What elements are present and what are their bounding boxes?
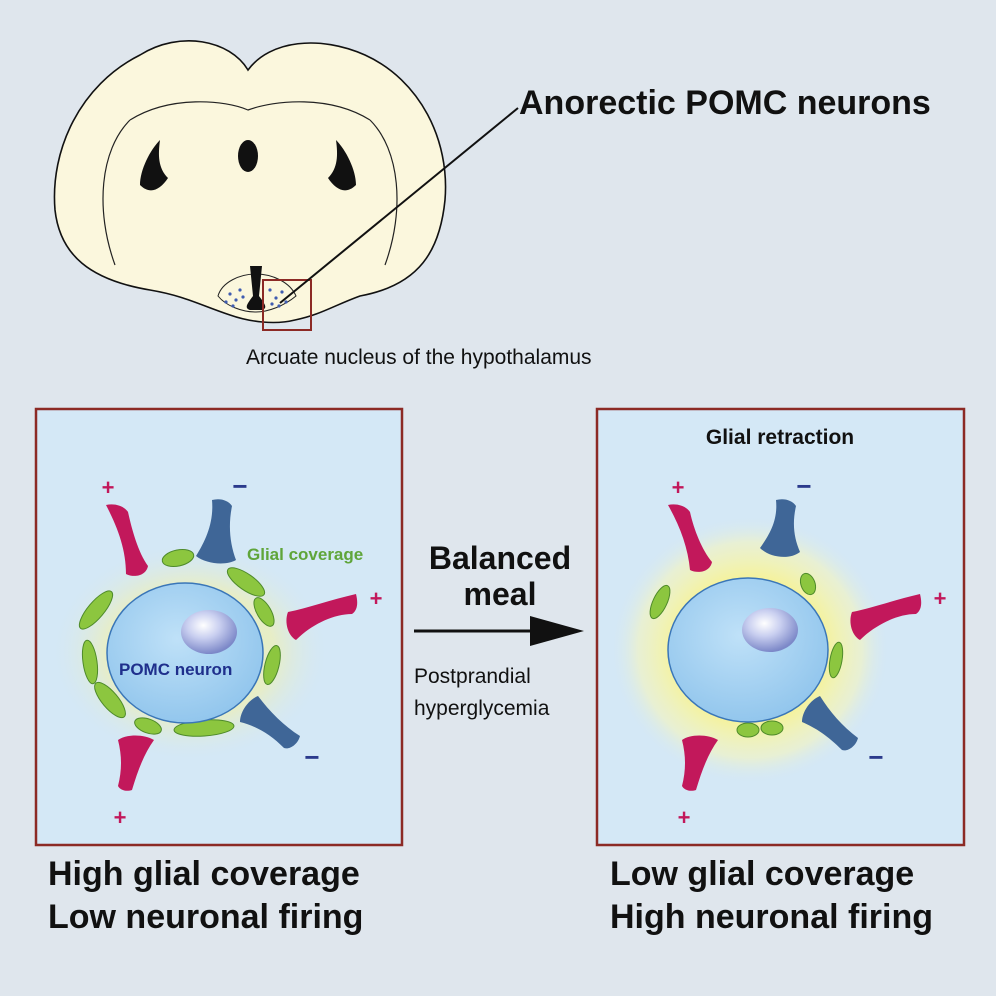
left-panel: + − + − + Glial coverage POMC neuron: [34, 407, 404, 847]
minus-sign: −: [232, 471, 247, 501]
plus-sign: +: [114, 805, 127, 830]
glial-processes: [649, 572, 844, 738]
right-panel: + − + − + Glial retraction: [595, 407, 966, 847]
minus-sign: −: [868, 742, 883, 772]
transition-arrow: [414, 616, 584, 646]
excitatory-terminal: [850, 594, 922, 640]
ventricle-center: [238, 140, 258, 172]
figure-title: Anorectic POMC neurons: [519, 84, 931, 122]
cortex-line-left: [102, 119, 131, 266]
plus-sign: +: [102, 475, 115, 500]
balanced-meal-heading-line2: meal: [463, 576, 537, 612]
pomc-neuron-nucleus: [742, 608, 798, 652]
pomc-neuron-body: [667, 577, 829, 723]
pomc-cell-dots: [224, 288, 288, 308]
brain-section: [53, 40, 447, 331]
title-pointer-line: [279, 107, 519, 304]
right-caption-line2: High neuronal firing: [610, 898, 933, 936]
third-ventricle: [246, 266, 266, 310]
inhibitory-terminal: [760, 499, 800, 557]
excitatory-terminal: [668, 504, 712, 572]
left-caption-line2: Low neuronal firing: [48, 898, 364, 936]
plus-sign: +: [672, 475, 685, 500]
arcuate-highlight-box: [262, 279, 312, 331]
balanced-meal-heading-line1: Balanced: [428, 540, 572, 576]
plus-sign: +: [678, 805, 691, 830]
postprandial-label-line1: Postprandial: [414, 665, 531, 688]
postprandial-label-line2: hyperglycemia: [414, 697, 550, 720]
excitatory-terminal: [286, 594, 358, 640]
cortex-line-right: [369, 119, 398, 266]
inhibitory-terminal: [240, 696, 300, 749]
excitatory-terminal: [118, 735, 154, 791]
inhibitory-terminal: [196, 499, 236, 564]
brain-outline: [53, 40, 447, 324]
cortex-line-top: [129, 101, 371, 121]
plus-sign: +: [934, 586, 947, 611]
glial-processes: [78, 548, 281, 737]
minus-sign: −: [304, 742, 319, 772]
plus-sign: +: [370, 586, 383, 611]
ventricle-left: [140, 140, 168, 191]
region-label: Arcuate nucleus of the hypothalamus: [246, 346, 592, 369]
excitatory-terminal: [682, 735, 718, 791]
glial-coverage-label: Glial coverage: [247, 545, 363, 564]
excitatory-terminal: [106, 504, 148, 576]
pomc-neuron-body: [106, 582, 264, 724]
ventricle-right: [328, 140, 356, 191]
glial-retraction-title: Glial retraction: [706, 426, 854, 449]
inhibitory-terminal: [802, 696, 858, 751]
pomc-neuron-label: POMC neuron: [119, 660, 232, 679]
right-caption-line1: Low glial coverage: [610, 855, 915, 893]
minus-sign: −: [796, 471, 811, 501]
left-caption-line1: High glial coverage: [48, 855, 360, 893]
pomc-neuron-nucleus: [181, 610, 237, 654]
